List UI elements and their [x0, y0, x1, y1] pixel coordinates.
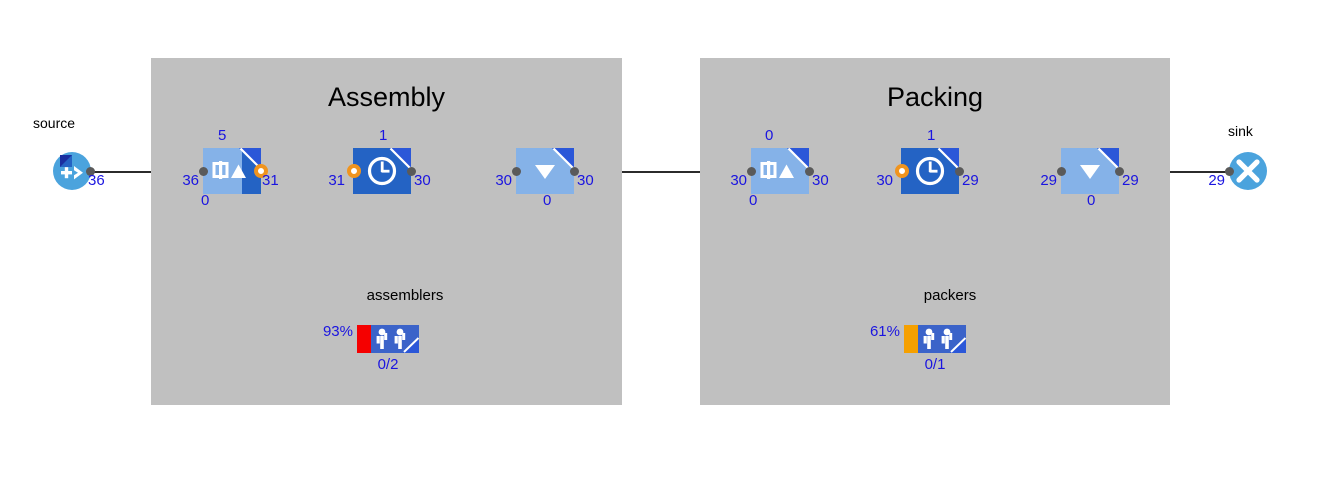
packing-seize-in-port[interactable]: [747, 167, 756, 176]
assemblers-utilization-pct: 93%: [322, 323, 353, 340]
packers-pool-corner-icon: [950, 337, 966, 353]
assembly-delay-in-port[interactable]: [347, 164, 361, 178]
two-people-icon: [923, 328, 953, 349]
packing-release-corner-icon: [1097, 148, 1119, 170]
assembly-release-out-count: 30: [577, 172, 594, 189]
source-out-count: 36: [88, 172, 105, 189]
seize-queue-icon: [760, 161, 794, 179]
assembly-release-out-port[interactable]: [570, 167, 579, 176]
assembly-seize-bottom-count: 0: [201, 192, 210, 209]
section-title-packing: Packing: [886, 82, 984, 112]
assembly-seize-block[interactable]: [203, 148, 261, 194]
assembly-seize-out-port[interactable]: [254, 164, 268, 178]
assemblers-pool-block[interactable]: [357, 325, 419, 353]
assembly-release-in-port[interactable]: [512, 167, 521, 176]
release-triangle-icon: [535, 165, 555, 179]
sink-cross-icon: [1236, 159, 1260, 183]
packing-seize-corner-icon: [787, 148, 809, 170]
source-out-port[interactable]: [86, 167, 95, 176]
packing-delay-out-port[interactable]: [955, 167, 964, 176]
sink-label: sink: [1228, 123, 1253, 139]
source-block[interactable]: [53, 152, 91, 190]
packing-seize-bottom-count: 0: [749, 192, 758, 209]
packing-delay-in-count: 30: [876, 172, 893, 189]
packing-delay-in-port[interactable]: [895, 164, 909, 178]
packing-release-out-count: 29: [1122, 172, 1139, 189]
sink-block[interactable]: [1229, 152, 1267, 190]
assembly-release-corner-icon: [552, 148, 574, 170]
assembly-seize-in-count: 36: [182, 172, 199, 189]
assembly-delay-top-count: 1: [379, 127, 388, 144]
flow-connector-line: [82, 171, 1248, 173]
assembly-seize-out-count: 31: [262, 172, 279, 189]
packers-pool-count: 0/1: [924, 356, 946, 373]
section-title-assembly: Assembly: [327, 82, 446, 112]
packing-seize-out-count: 30: [812, 172, 829, 189]
seize-queue-icon: [212, 161, 246, 179]
packing-seize-out-port[interactable]: [805, 167, 814, 176]
packing-delay-out-count: 29: [962, 172, 979, 189]
assembly-delay-in-count: 31: [328, 172, 345, 189]
packers-pool-label: packers: [923, 287, 977, 304]
packing-release-in-port[interactable]: [1057, 167, 1066, 176]
delay-clock-icon: [915, 156, 945, 186]
assembly-delay-corner-icon: [389, 148, 411, 170]
packers-utilization-pct: 61%: [869, 323, 900, 340]
packing-seize-block[interactable]: [751, 148, 809, 194]
assembly-seize-top-count: 5: [218, 127, 227, 144]
assemblers-utilization-bar: [357, 325, 371, 353]
packers-pool-block[interactable]: [904, 325, 966, 353]
packing-delay-corner-icon: [937, 148, 959, 170]
packers-utilization-bar: [904, 325, 918, 353]
packing-release-block[interactable]: [1061, 148, 1119, 194]
assemblers-pool-count: 0/2: [377, 356, 399, 373]
assemblers-pool-label: assemblers: [366, 287, 444, 304]
two-people-icon: [376, 328, 406, 349]
packing-release-in-count: 29: [1040, 172, 1057, 189]
assembly-delay-out-port[interactable]: [407, 167, 416, 176]
sink-in-port[interactable]: [1225, 167, 1234, 176]
packing-seize-top-count: 0: [765, 127, 774, 144]
assembly-seize-in-port[interactable]: [199, 167, 208, 176]
packing-delay-top-count: 1: [927, 127, 936, 144]
release-triangle-icon: [1080, 165, 1100, 179]
packing-release-out-port[interactable]: [1115, 167, 1124, 176]
assembly-release-in-count: 30: [495, 172, 512, 189]
assemblers-pool-corner-icon: [403, 337, 419, 353]
assembly-delay-out-count: 30: [414, 172, 431, 189]
assembly-release-bottom-count: 0: [543, 192, 552, 209]
packing-seize-in-count: 30: [730, 172, 747, 189]
packing-release-bottom-count: 0: [1087, 192, 1096, 209]
delay-clock-icon: [367, 156, 397, 186]
assembly-delay-block[interactable]: [353, 148, 411, 194]
source-plus-arrow-icon: [60, 155, 83, 180]
source-label: source: [33, 115, 76, 131]
sink-in-count: 29: [1208, 172, 1225, 189]
assembly-release-block[interactable]: [516, 148, 574, 194]
packing-delay-block[interactable]: [901, 148, 959, 194]
